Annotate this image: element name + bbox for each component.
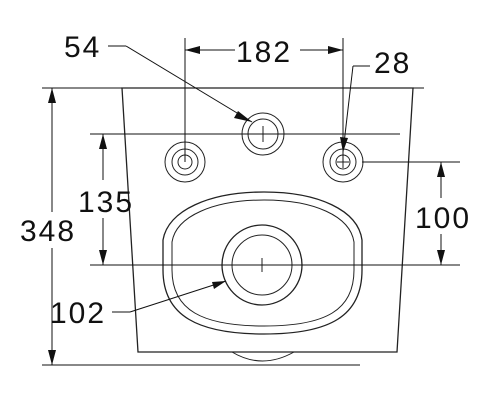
toilet-bowl xyxy=(162,191,363,335)
extension-lines xyxy=(42,38,460,366)
label-348: 348 xyxy=(20,215,76,248)
dim-135: 135 xyxy=(78,134,134,265)
leader-28: 28 xyxy=(340,47,411,153)
label-100: 100 xyxy=(415,202,471,235)
toilet-body xyxy=(121,87,414,362)
leader-54: 54 xyxy=(64,31,253,123)
dim-100: 100 xyxy=(415,162,471,265)
label-135: 135 xyxy=(78,186,134,219)
label-28: 28 xyxy=(374,47,411,80)
leader-102: 102 xyxy=(50,280,227,330)
dim-182: 182 xyxy=(185,36,343,69)
label-54: 54 xyxy=(64,31,101,64)
label-182: 182 xyxy=(236,36,292,69)
dim-348: 348 xyxy=(20,88,76,365)
label-102: 102 xyxy=(50,297,106,330)
